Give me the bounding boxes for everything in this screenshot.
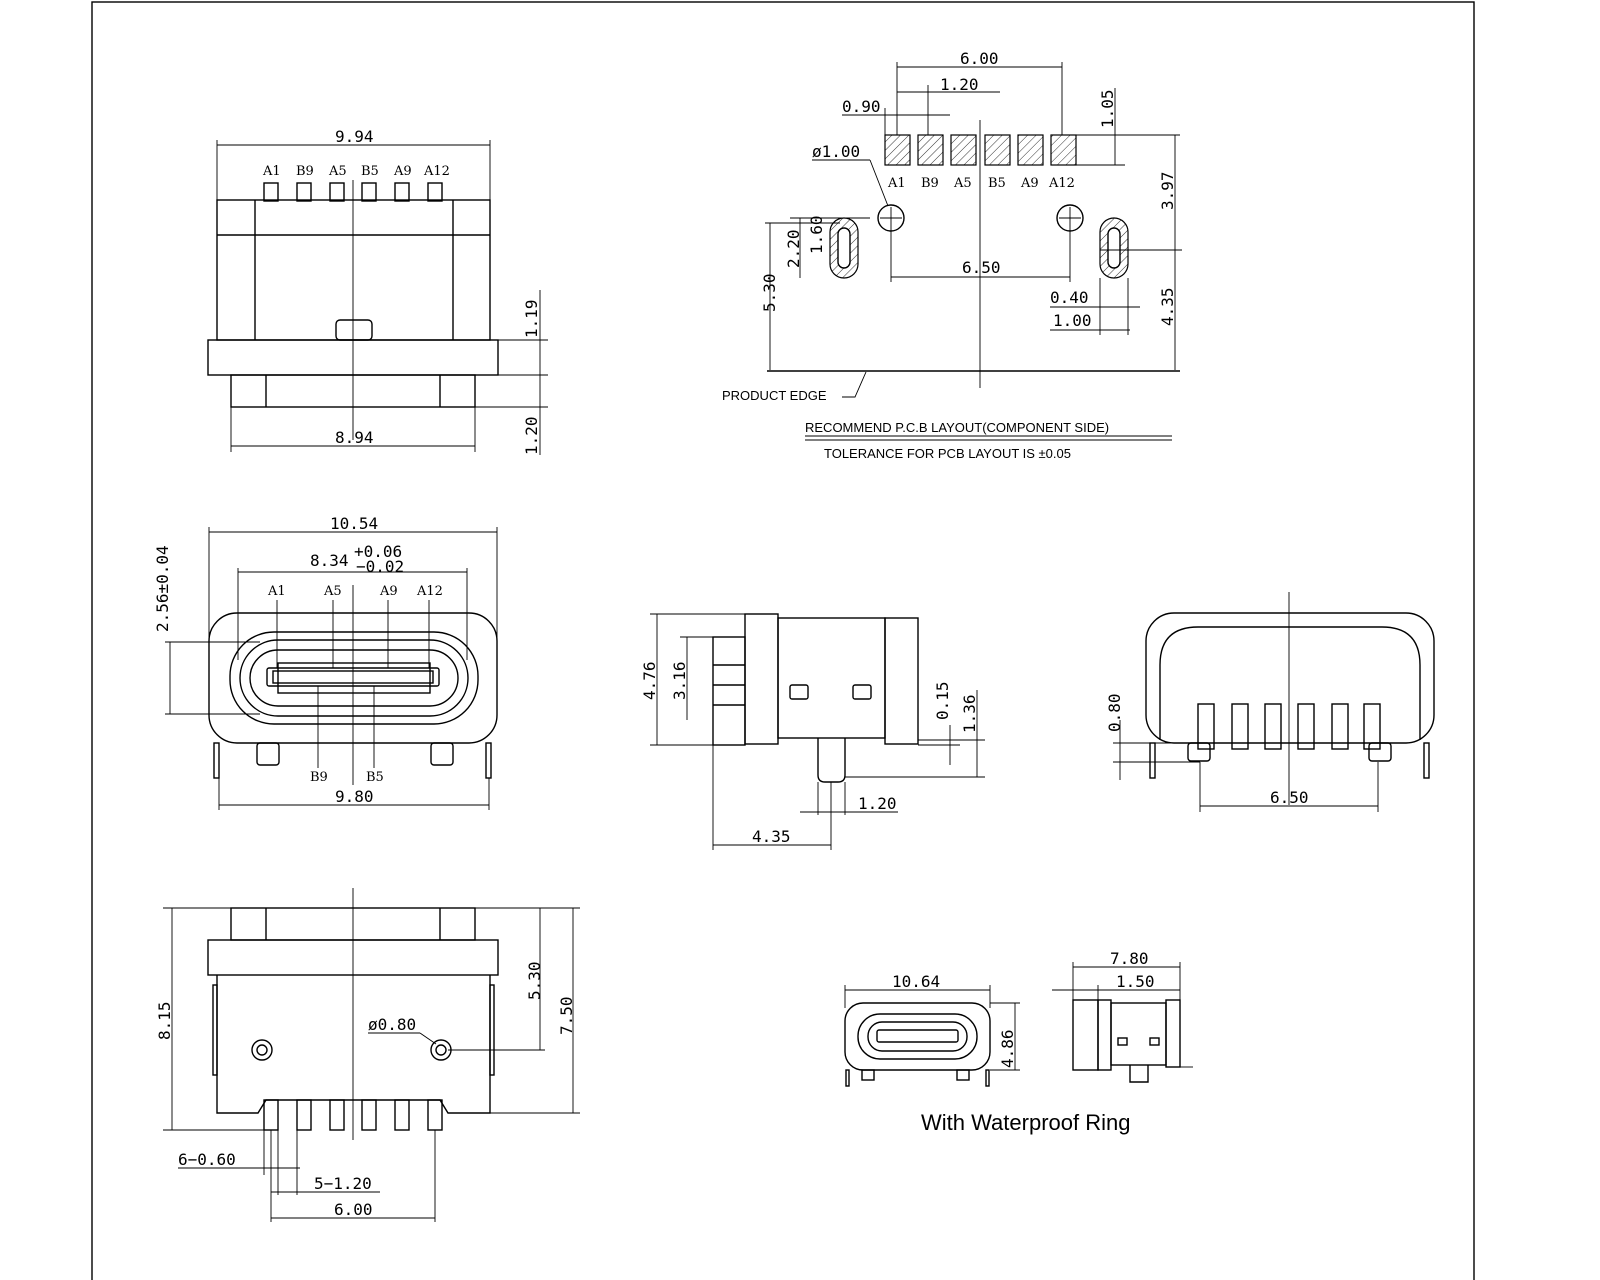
- contact-label: B9: [310, 770, 328, 785]
- dim-wp-width: 10.64: [892, 972, 940, 991]
- pad-label: A9: [1020, 176, 1039, 191]
- top-view: 9.94 A1 B9 A5 B5 A9 A12 8.94 1.19 1.20: [207, 127, 548, 455]
- dim-depth: 4.35: [752, 827, 791, 846]
- dim-pad-height: 1.05: [1098, 89, 1117, 128]
- dim-tab: 1.20: [858, 794, 897, 813]
- dim-leg-span: 9.80: [335, 787, 374, 806]
- dim-edge-to-slot: 5.30: [760, 273, 779, 312]
- dim-bottom-hole-dia: ø0.80: [368, 1015, 416, 1034]
- dim-pin-span: 6.00: [334, 1200, 373, 1219]
- contact-label: A1: [267, 584, 286, 599]
- dim-h1: 1.19: [522, 299, 541, 338]
- pin-label: B9: [296, 164, 314, 179]
- dim-hole-dia: ø1.00: [812, 142, 860, 161]
- dim-h2: 1.20: [522, 416, 541, 455]
- dim-front-width: 10.54: [330, 514, 378, 533]
- pin-label: A9: [393, 164, 412, 179]
- dim-bottom-length: 8.15: [155, 1001, 174, 1040]
- dim-slot-inner: 1.60: [807, 215, 826, 254]
- pcb-layout-title: RECOMMEND P.C.B LAYOUT(COMPONENT SIDE): [805, 420, 1109, 435]
- dim-rear-h: 0.80: [1105, 693, 1124, 732]
- pcb-layout-view: 6.00 1.20 0.90 A1 B9 A5 B5 A9 A12 1.05 ø…: [722, 49, 1182, 461]
- dim-slot-w-outer: 1.00: [1053, 311, 1092, 330]
- pad-label: B5: [988, 176, 1006, 191]
- dim-slot-outer: 2.20: [784, 229, 803, 268]
- pad-label: A5: [953, 176, 972, 191]
- dim-hole-spacing: 6.50: [962, 258, 1001, 277]
- dim-wp-ring: 1.50: [1116, 972, 1155, 991]
- dim-rear-span: 6.50: [1270, 788, 1309, 807]
- dim-side-h1: 0.15: [933, 681, 952, 720]
- dim-slot-w-inner: 0.40: [1050, 288, 1089, 307]
- dim-side-inner-height: 3.16: [670, 661, 689, 700]
- dim-bottom-width: 8.94: [335, 428, 374, 447]
- pin-label: A5: [328, 164, 347, 179]
- dim-side-height: 4.76: [640, 661, 659, 700]
- pcb-tolerance-note: TOLERANCE FOR PCB LAYOUT IS ±0.05: [824, 446, 1071, 461]
- front-view: 10.54 8.34 +0.06 −0.02 2.56±0.04 A1 A5 A…: [153, 514, 498, 810]
- dim-pin-pitch: 5−1.20: [314, 1174, 372, 1193]
- contact-label: B5: [366, 770, 384, 785]
- waterproof-caption: With Waterproof Ring: [921, 1110, 1130, 1135]
- rear-view: 0.80 6.50: [1105, 592, 1435, 812]
- drawing-frame: [91, 1, 1475, 1280]
- dim-wp-depth: 7.80: [1110, 949, 1149, 968]
- dim-slot-to-edge: 4.35: [1158, 287, 1177, 326]
- side-view: 4.76 3.16 0.15 1.36 1.20 4.35: [640, 613, 985, 850]
- dim-tol-plus: +0.06: [354, 542, 402, 561]
- dim-pitch-total: 6.00: [960, 49, 999, 68]
- pad-label: A1: [887, 176, 906, 191]
- pin-label: B5: [361, 164, 379, 179]
- product-edge-label: PRODUCT EDGE: [722, 388, 827, 403]
- dim-inner-width: 8.34: [310, 551, 349, 570]
- dim-bottom-total: 7.50: [557, 996, 576, 1035]
- pin-label: A1: [262, 164, 281, 179]
- contact-label: A12: [416, 584, 443, 599]
- dim-hole-position: 5.30: [525, 961, 544, 1000]
- pin-label: A12: [423, 164, 450, 179]
- dim-tol-minus: −0.02: [356, 557, 404, 576]
- bottom-view: ø0.80 8.15 5.30 7.50 6−0.60 5−1.20 6.00: [155, 888, 580, 1222]
- pad-label: B9: [921, 176, 939, 191]
- dim-side-h2: 1.36: [960, 694, 979, 733]
- contact-label: A9: [379, 584, 398, 599]
- dim-pad-width: 0.90: [842, 97, 881, 116]
- contact-label: A5: [323, 584, 342, 599]
- dim-pitch: 1.20: [940, 75, 979, 94]
- pad-label: A12: [1048, 176, 1075, 191]
- dim-width: 9.94: [335, 127, 374, 146]
- waterproof-views: 10.64 4.86 7.80 1.50 With Waterproof Rin…: [844, 949, 1193, 1135]
- dim-pad-to-slot: 3.97: [1158, 171, 1177, 210]
- dim-front-height: 2.56±0.04: [153, 545, 172, 632]
- dim-pin-width: 6−0.60: [178, 1150, 236, 1169]
- dim-wp-height: 4.86: [998, 1029, 1017, 1068]
